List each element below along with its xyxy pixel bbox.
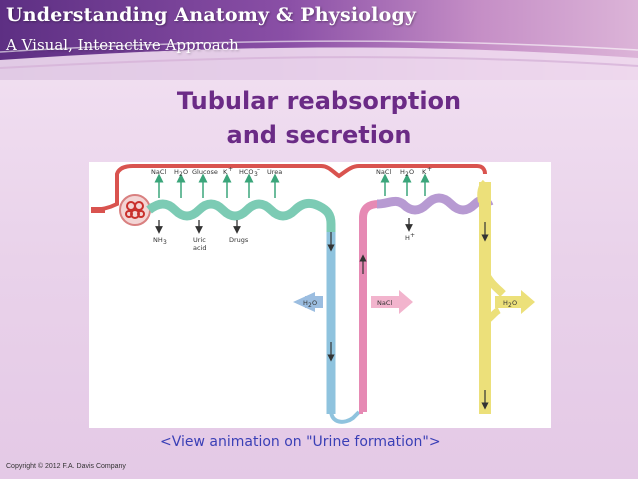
- label-cd-o: O: [512, 299, 517, 307]
- header-subtitle: A Visual, Interactive Approach: [6, 36, 239, 54]
- label-k-sup: +: [228, 166, 233, 173]
- loop-nacl-arrow: [371, 290, 413, 314]
- label-dct-nacl: NaCl: [376, 168, 391, 176]
- label-glucose: Glucose: [192, 168, 218, 176]
- label-dct-o: O: [409, 168, 414, 176]
- header-swoosh: [0, 40, 638, 80]
- distal-tubule: [376, 193, 494, 215]
- label-loop-nacl: NaCl: [377, 299, 392, 307]
- label-hco: HCO: [239, 168, 254, 176]
- label-nh: NH: [153, 236, 163, 244]
- loop-labels: H 2 O NaCl H 2 O: [303, 299, 517, 309]
- proximal-tubule: [146, 198, 336, 414]
- loop-h2o-arrow: [293, 292, 323, 312]
- label-dct-hplus: H: [405, 234, 410, 242]
- pct-secreted-labels: NH 3 Uric acid Drugs: [153, 236, 249, 252]
- label-dct-k: K: [422, 168, 427, 176]
- label-dct-hplus-sup: +: [410, 232, 415, 239]
- slide-title: Tubular reabsorption and secretion: [150, 84, 488, 152]
- pct-reabsorbed-labels: NaCl H 2 O Glucose K + HCO 3 – Urea: [151, 166, 282, 178]
- flow-arrows: [327, 222, 489, 410]
- label-uric: Uric: [193, 236, 206, 244]
- label-acid: acid: [193, 244, 207, 252]
- label-nh-sub: 3: [163, 239, 167, 246]
- label-drugs: Drugs: [229, 236, 249, 244]
- label-loop-h: H: [303, 299, 308, 307]
- animation-link[interactable]: <View animation on "Urine formation">: [160, 434, 441, 450]
- secretion-arrows: [155, 218, 413, 234]
- label-h-sub: 2: [179, 171, 183, 178]
- label-cd-h-sub: 2: [508, 302, 512, 309]
- slide-title-line1: Tubular reabsorption: [176, 87, 462, 115]
- label-loop-h-sub: 2: [308, 302, 312, 309]
- copyright-text: Copyright © 2012 F.A. Davis Company: [6, 463, 126, 470]
- label-k: K: [223, 168, 228, 176]
- nephron-svg: NaCl H 2 O Glucose K + HCO 3 – Urea NH 3…: [90, 164, 535, 424]
- reabsorption-arrows: [154, 173, 430, 198]
- label-hco-sup: –: [257, 166, 260, 173]
- label-hco-sub: 3: [254, 171, 258, 178]
- label-o: O: [183, 168, 188, 176]
- label-nacl: NaCl: [151, 168, 166, 176]
- label-dct-k-sup: +: [427, 166, 432, 173]
- cd-h2o-arrow: [495, 290, 535, 314]
- label-h: H: [174, 168, 179, 176]
- label-cd-h: H: [503, 299, 508, 307]
- label-loop-o: O: [312, 299, 317, 307]
- collecting-duct-branch-2: [482, 306, 501, 325]
- collecting-duct-top: [477, 179, 488, 203]
- header-banner: Understanding Anatomy & Physiology A Vis…: [0, 0, 638, 80]
- nephron-diagram: NaCl H 2 O Glucose K + HCO 3 – Urea NH 3…: [89, 162, 551, 428]
- label-dct-h: H: [400, 168, 405, 176]
- header-title: Understanding Anatomy & Physiology: [6, 4, 417, 26]
- loop-of-henle: [329, 409, 361, 424]
- slide-title-line2: and secretion: [226, 121, 412, 149]
- label-dct-h-sub: 2: [405, 171, 409, 178]
- ascending-limb: [359, 200, 380, 412]
- collecting-duct-branch: [481, 270, 506, 297]
- peritubular-capillary: [90, 164, 487, 212]
- label-urea: Urea: [267, 168, 282, 176]
- dct-labels: NaCl H 2 O K + H +: [376, 166, 432, 242]
- glomerulus: [125, 201, 145, 219]
